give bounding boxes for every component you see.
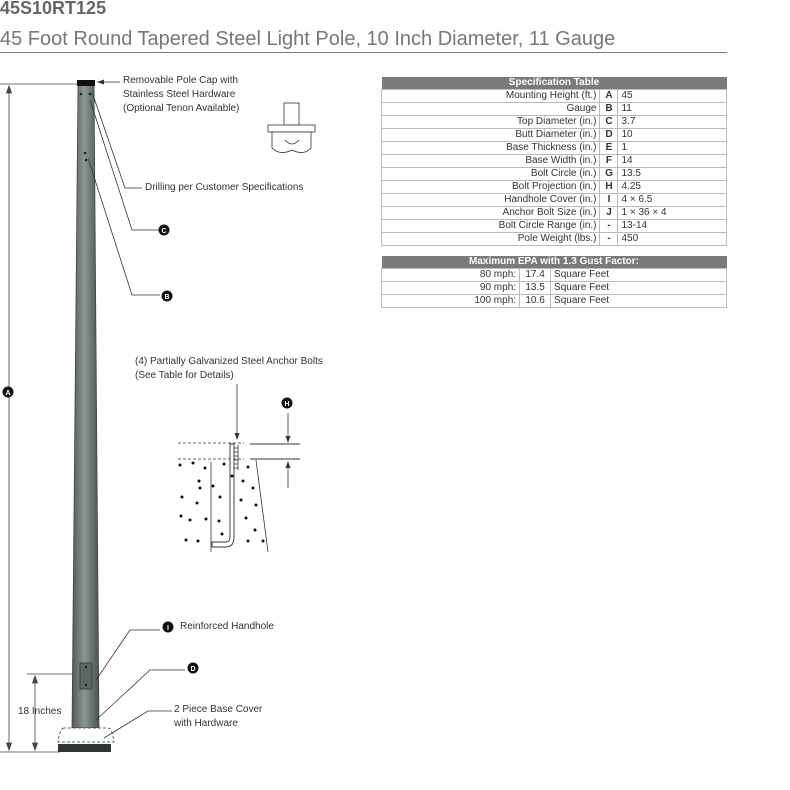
product-code: 45S10RT125 [0,0,107,18]
marker-d: D [187,662,199,674]
marker-c: C [158,224,170,236]
spec-code-cell: - [599,232,619,246]
spec-code-cell: E [599,141,619,155]
spec-name-cell: Handhole Cover (in.) [380,193,601,207]
spec-value-cell: 14 [617,154,727,168]
epa-unit-cell: Square Feet [550,294,727,308]
spec-code-cell: A [599,89,619,103]
svg-text:H: H [284,401,289,408]
base-plate [58,744,111,752]
spec-name-cell: Bolt Circle (in.) [380,167,601,181]
epa-value-cell: 13.5 [519,281,552,295]
epa-table-title: Maximum EPA with 1.3 Gust Factor: [381,256,727,269]
spec-code-cell: J [599,206,619,220]
base-cover-label-1: 2 Piece Base Cover [174,704,263,715]
header-divider [0,52,727,53]
pole-shaft [71,84,100,729]
drilling-label: Drilling per Customer Specifications [145,182,304,193]
anchor-bolt-detail [178,384,300,553]
spec-code-cell: D [599,128,619,142]
dimension-a-line [0,83,80,753]
spec-name-cell: Base Width (in.) [380,154,601,168]
spec-code-cell: - [599,219,619,233]
marker-i: I [162,621,174,633]
spec-code-cell: H [599,180,619,194]
spec-value-cell: 11 [617,102,727,116]
spec-name-cell: Top Diameter (in.) [380,115,601,129]
pole-top-detail [267,102,316,153]
eighteen-inches-label: 18 Inches [18,706,62,717]
spec-code-cell: F [599,154,619,168]
svg-text:A: A [5,390,10,397]
epa-wind-cell: 100 mph: [380,294,521,308]
svg-text:B: B [164,294,169,301]
spec-name-cell: Base Thickness (in.) [380,141,601,155]
epa-wind-cell: 80 mph: [380,268,521,282]
epa-unit-cell: Square Feet [550,268,727,282]
spec-name-cell: Pole Weight (lbs.) [380,232,601,246]
spec-code-cell: C [599,115,619,129]
spec-value-cell: 1 × 36 × 4 [617,206,727,220]
spec-name-cell: Bolt Projection (in.) [380,180,601,194]
spec-name-cell: Gauge [380,102,601,116]
spec-name-cell: Bolt Circle Range (in.) [380,219,601,233]
base-cover-label-2: with Hardware [174,718,238,729]
epa-unit-cell: Square Feet [550,281,727,295]
spec-value-cell: 1 [617,141,727,155]
dimension-18in [27,673,90,752]
spec-value-cell: 10 [617,128,727,142]
spec-row: Bolt Circle Range (in.)-13-14 [380,219,727,233]
spec-code-cell: B [599,102,619,116]
svg-text:D: D [190,666,195,673]
spec-name-cell: Anchor Bolt Size (in.) [380,206,601,220]
spec-code-cell: I [599,193,619,207]
spec-name-cell: Mounting Height (ft.) [380,89,601,103]
spec-value-cell: 3.7 [617,115,727,129]
spec-value-cell: 450 [617,232,727,246]
spec-name-cell: Butt Diameter (in.) [380,128,601,142]
specification-table: Specification Table Mounting Height (ft.… [380,77,727,246]
handhole-label: Reinforced Handhole [180,621,274,632]
spec-code-cell: G [599,167,619,181]
handhole [79,662,93,690]
svg-text:I: I [167,625,169,632]
anchor-bolts-label-1: (4) Partially Galvanized Steel Anchor Bo… [135,356,323,367]
spec-value-cell: 13-14 [617,219,727,233]
spec-table-title: Specification Table [381,77,727,90]
product-title: 45 Foot Round Tapered Steel Light Pole, … [0,28,616,50]
marker-b: B [161,290,173,302]
base-cover [57,727,115,743]
spec-value-cell: 4 × 6.5 [617,193,727,207]
spec-value-cell: 13.5 [617,167,727,181]
epa-value-cell: 10.6 [519,294,552,308]
epa-wind-cell: 90 mph: [380,281,521,295]
marker-h: H [281,397,293,409]
pole-cap-label-3: (Optional Tenon Available) [123,103,240,114]
spec-value-cell: 45 [617,89,727,103]
pole-cap-label-1: Removable Pole Cap with [123,75,239,86]
pole-cap-label-2: Stainless Steel Hardware [123,89,236,100]
spec-row: Pole Weight (lbs.)-450 [380,232,727,246]
epa-value-cell: 17.4 [519,268,552,282]
marker-a: A [2,386,14,398]
spec-value-cell: 4.25 [617,180,727,194]
anchor-bolts-label-2: (See Table for Details) [135,370,234,381]
svg-text:C: C [161,228,166,235]
epa-table: Maximum EPA with 1.3 Gust Factor: 80 mph… [380,256,727,308]
pole-cap [77,80,95,86]
